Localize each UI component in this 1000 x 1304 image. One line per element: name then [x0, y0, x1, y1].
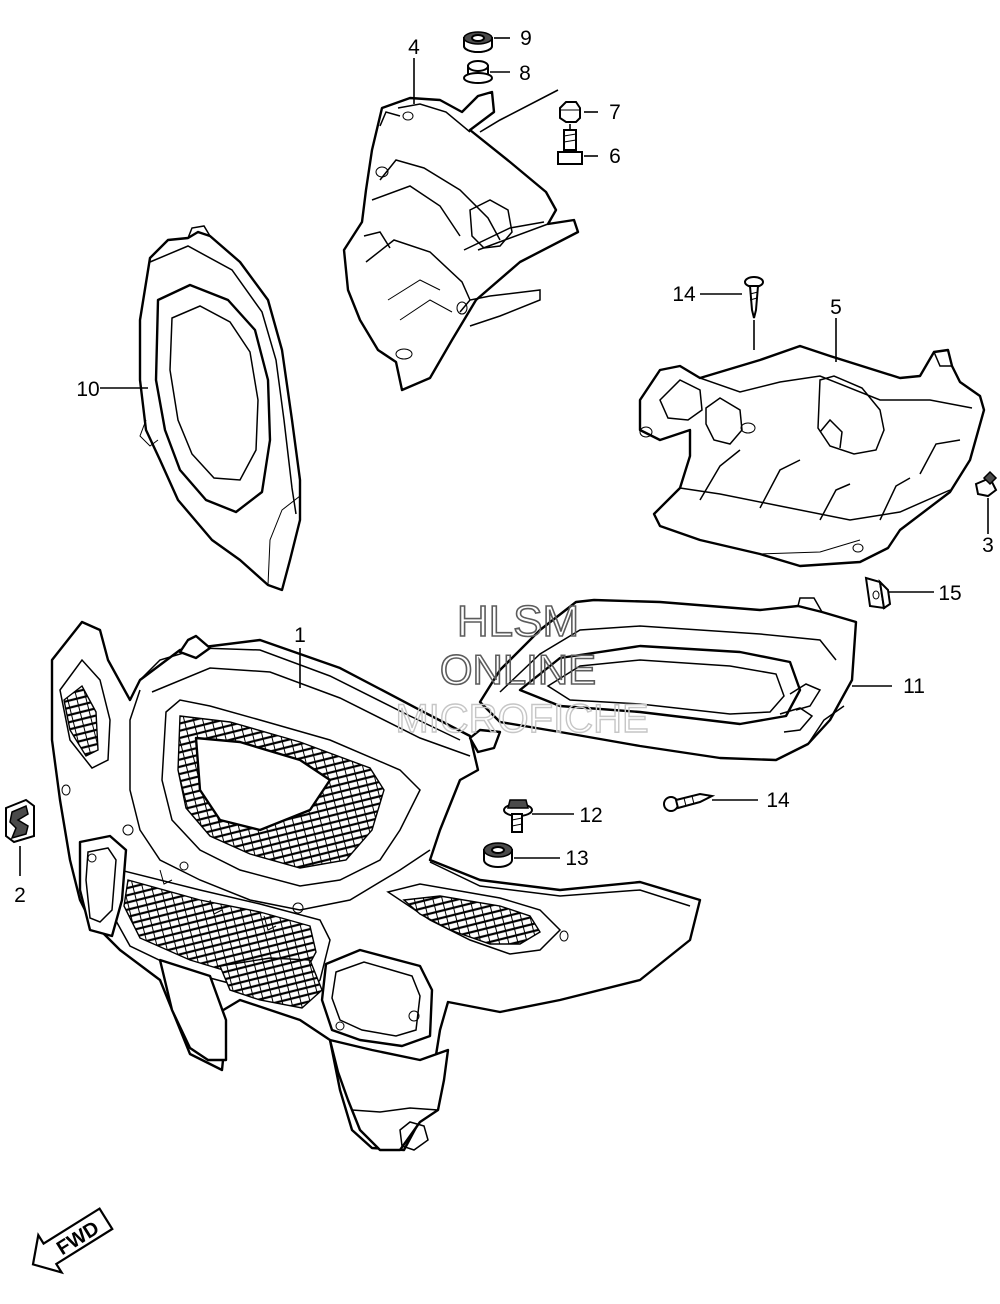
watermark-line-3: MICROFICHE — [395, 697, 648, 741]
callout-14-lower: 14 — [766, 789, 790, 812]
grommet-part-9[interactable] — [463, 31, 493, 53]
clip-part-3[interactable] — [974, 470, 998, 498]
emblem-part-2[interactable] — [5, 798, 35, 844]
callout-15: 15 — [938, 582, 961, 605]
callout-2: 2 — [14, 884, 26, 907]
callout-1: 1 — [294, 624, 306, 647]
callout-14-upper: 14 — [672, 283, 696, 306]
screw-part-14-upper[interactable] — [744, 276, 764, 319]
leader-lines — [19, 37, 989, 876]
screw-part-14-lower[interactable] — [663, 792, 716, 812]
callout-3: 3 — [982, 534, 994, 557]
collar-part-8[interactable] — [463, 60, 493, 84]
callout-7: 7 — [609, 101, 621, 124]
front-fascia-part-1[interactable] — [50, 620, 702, 1152]
callout-4: 4 — [408, 36, 420, 59]
grommet-part-13[interactable] — [483, 842, 513, 868]
callout-6: 6 — [609, 145, 621, 168]
watermark-line-1: HLSM — [457, 597, 579, 646]
headlight-bezel-part-10[interactable] — [138, 225, 302, 592]
callout-11: 11 — [903, 675, 925, 698]
watermark: HLSM ONLINE MICROFICHE — [395, 596, 650, 742]
headlight-cover-part-11[interactable] — [478, 597, 858, 762]
watermark-line-2: ONLINE — [440, 646, 596, 693]
callout-numbers: 1 2 3 4 5 6 7 8 9 10 11 12 13 14 14 15 — [14, 27, 994, 907]
lower-bracket-part-5[interactable] — [638, 344, 986, 568]
callout-5: 5 — [830, 296, 842, 319]
callout-8: 8 — [519, 62, 531, 85]
forward-arrow-icon — [31, 1207, 114, 1275]
bolt-part-6[interactable] — [557, 129, 583, 165]
callout-13: 13 — [565, 847, 588, 870]
callout-9: 9 — [520, 27, 532, 50]
callout-12: 12 — [579, 804, 602, 827]
bolt-part-12[interactable] — [503, 799, 533, 833]
nut-part-7[interactable] — [559, 101, 581, 123]
callout-10: 10 — [76, 378, 99, 401]
forward-direction-badge: FWD — [31, 1207, 114, 1275]
clip-nut-part-15[interactable] — [864, 576, 892, 610]
headlight-housing-part-4[interactable] — [342, 90, 580, 392]
